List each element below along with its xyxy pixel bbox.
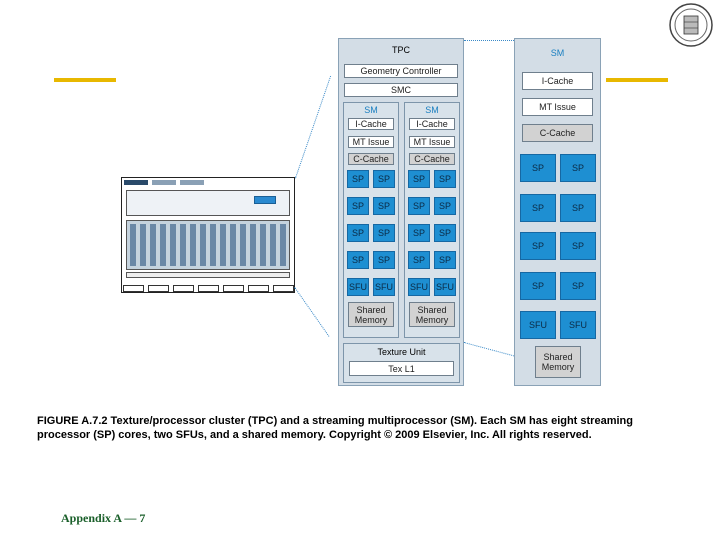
sfu-unit: SFU: [373, 278, 395, 296]
thumbnail-core-column: [240, 224, 246, 266]
left-accent-bar: [54, 78, 116, 82]
sm-mt-issue-box: MT Issue: [522, 98, 593, 116]
shared-memory-box: Shared Memory: [348, 302, 394, 327]
sp-core: SP: [408, 251, 430, 269]
thumbnail-core-column: [270, 224, 276, 266]
sp-core: SP: [434, 251, 456, 269]
gpu-overview-thumbnail: [121, 177, 295, 293]
sp-core: SP: [373, 224, 395, 242]
sp-core: SP: [373, 170, 395, 188]
university-seal-icon: [669, 3, 713, 47]
thumbnail-core-column: [180, 224, 186, 266]
tpc-panel: TPC Geometry Controller SMC SM I-Cache MT …: [338, 38, 464, 386]
sm-sp-core: SP: [520, 154, 556, 182]
sp-core: SP: [408, 224, 430, 242]
sfu-unit: SFU: [408, 278, 430, 296]
sp-core: SP: [408, 170, 430, 188]
geometry-controller-box: Geometry Controller: [344, 64, 458, 78]
thumbnail-core-column: [190, 224, 196, 266]
icache-box: I-Cache: [348, 118, 394, 130]
thumbnail-memory-partition: [148, 285, 169, 292]
thumbnail-core-column: [220, 224, 226, 266]
mt-issue-box: MT Issue: [409, 136, 455, 148]
thumbnail-memory-partition: [123, 285, 144, 292]
sm-sfu-unit: SFU: [560, 311, 596, 339]
thumbnail-core-column: [150, 224, 156, 266]
sp-core: SP: [434, 197, 456, 215]
sm-sp-core: SP: [560, 232, 596, 260]
thumbnail-memory-partition: [273, 285, 294, 292]
sp-core: SP: [347, 224, 369, 242]
sm-detail-panel: SM I-Cache MT Issue C-Cache Shared Memor…: [514, 38, 601, 386]
sp-core: SP: [347, 170, 369, 188]
figure-caption: FIGURE A.7.2 Texture/processor cluster (…: [37, 415, 633, 441]
sm-sp-core: SP: [560, 154, 596, 182]
thumbnail-core-column: [250, 224, 256, 266]
sm-sp-core: SP: [520, 194, 556, 222]
tpc-title: TPC: [392, 45, 410, 55]
thumbnail-core-column: [230, 224, 236, 266]
thumbnail-core-column: [160, 224, 166, 266]
thumbnail-memory-partition: [248, 285, 269, 292]
sm-sp-core: SP: [520, 232, 556, 260]
sp-core: SP: [408, 197, 430, 215]
thumbnail-core-column: [170, 224, 176, 266]
thumbnail-memory-partition: [173, 285, 194, 292]
texture-unit-label: Texture Unit: [377, 347, 426, 357]
appendix-footer: Appendix A — 7: [61, 511, 146, 525]
sp-core: SP: [434, 224, 456, 242]
thumbnail-core-column: [260, 224, 266, 266]
sm-ccache-box: C-Cache: [522, 124, 593, 142]
thumbnail-core-column: [140, 224, 146, 266]
sfu-unit: SFU: [347, 278, 369, 296]
smc-box: SMC: [344, 83, 458, 97]
thumbnail-core-column: [280, 224, 286, 266]
sm-icache-box: I-Cache: [522, 72, 593, 90]
sm-sp-core: SP: [560, 272, 596, 300]
sm-shared-memory-box: Shared Memory: [535, 346, 581, 378]
tpc-sm-title: SM: [425, 105, 439, 115]
mt-issue-box: MT Issue: [348, 136, 394, 148]
sp-core: SP: [373, 197, 395, 215]
sp-core: SP: [347, 251, 369, 269]
sm-sfu-unit: SFU: [520, 311, 556, 339]
tex-l1-box: Tex L1: [349, 361, 454, 376]
thumbnail-core-column: [130, 224, 136, 266]
right-accent-bar: [606, 78, 668, 82]
ccache-box: C-Cache: [348, 153, 394, 165]
thumbnail-core-column: [200, 224, 206, 266]
thumbnail-memory-partition: [223, 285, 244, 292]
sp-core: SP: [373, 251, 395, 269]
tpc-sm-title: SM: [364, 105, 378, 115]
sp-core: SP: [347, 197, 369, 215]
icache-box: I-Cache: [409, 118, 455, 130]
thumbnail-core-column: [210, 224, 216, 266]
sm-sp-core: SP: [520, 272, 556, 300]
sp-core: SP: [434, 170, 456, 188]
ccache-box: C-Cache: [409, 153, 455, 165]
sm-detail-title: SM: [550, 48, 565, 58]
sm-sp-core: SP: [560, 194, 596, 222]
shared-memory-box: Shared Memory: [409, 302, 455, 327]
thumbnail-memory-partition: [198, 285, 219, 292]
sfu-unit: SFU: [434, 278, 456, 296]
